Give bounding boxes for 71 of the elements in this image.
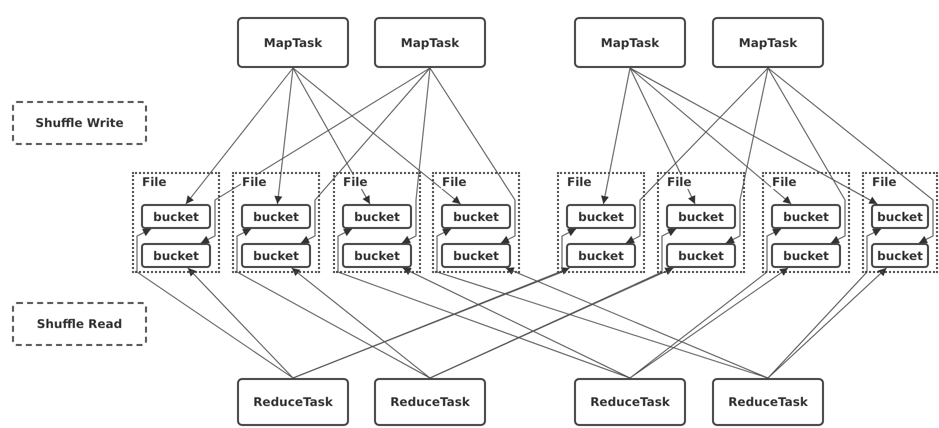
bucket-box: bucket: [441, 243, 511, 268]
file-container: [132, 172, 220, 273]
file-label: File: [566, 175, 593, 189]
arrow: [436, 228, 768, 378]
arrow: [402, 68, 430, 244]
file-container: [657, 172, 745, 273]
task-box: ReduceTask: [574, 378, 686, 426]
arrow: [505, 267, 768, 378]
arrow: [300, 68, 430, 244]
task-box: ReduceTask: [237, 378, 349, 426]
file-container: [557, 172, 645, 273]
arrow: [291, 268, 430, 378]
task-box: MapTask: [712, 17, 824, 68]
file-label: File: [141, 175, 168, 189]
arrow: [292, 68, 462, 204]
file-label: File: [441, 175, 468, 189]
bucket-box: bucket: [566, 204, 636, 229]
arrow: [185, 68, 294, 204]
bucket-box: bucket: [342, 204, 412, 229]
bucket-box: bucket: [871, 204, 929, 229]
bucket-box: bucket: [241, 243, 311, 268]
arrow: [630, 228, 782, 378]
arrow: [726, 68, 768, 244]
file-label: File: [241, 175, 268, 189]
arrow: [200, 68, 430, 244]
arrow: [768, 68, 846, 244]
arrow: [630, 68, 696, 204]
bucket-box: bucket: [241, 204, 311, 229]
arrow: [630, 68, 792, 204]
arrow: [630, 68, 878, 204]
bucket-box: bucket: [141, 204, 211, 229]
bucket-box: bucket: [141, 243, 211, 268]
bucket-box: bucket: [666, 243, 736, 268]
arrow: [768, 228, 882, 378]
arrow: [292, 68, 370, 204]
task-box: ReduceTask: [374, 378, 486, 426]
arrow: [626, 68, 768, 244]
phase-box: Shuffle Write: [12, 101, 147, 145]
arrow: [601, 68, 630, 204]
file-label: File: [342, 175, 369, 189]
arrow: [768, 68, 934, 244]
file-container: [432, 172, 520, 273]
arrow: [274, 68, 294, 204]
arrow: [430, 268, 674, 378]
bucket-box: bucket: [441, 204, 511, 229]
task-box: ReduceTask: [712, 378, 824, 426]
file-container: [862, 172, 938, 273]
file-label: File: [871, 175, 898, 189]
bucket-box: bucket: [566, 243, 636, 268]
arrow: [430, 68, 516, 244]
task-box: MapTask: [237, 17, 349, 68]
bucket-box: bucket: [342, 243, 412, 268]
arrow: [187, 268, 294, 378]
arrow: [430, 228, 676, 378]
task-box: MapTask: [574, 17, 686, 68]
file-container: [762, 172, 850, 273]
file-container: [232, 172, 320, 273]
arrow: [136, 228, 294, 378]
arrow: [236, 228, 430, 378]
arrow: [292, 228, 576, 378]
bucket-box: bucket: [871, 243, 929, 268]
bucket-box: bucket: [666, 204, 736, 229]
file-label: File: [666, 175, 693, 189]
file-container: [333, 172, 421, 273]
arrow: [338, 228, 630, 378]
arrow: [402, 268, 630, 378]
phase-box: Shuffle Read: [12, 302, 147, 346]
task-box: MapTask: [374, 17, 486, 68]
file-label: File: [771, 175, 798, 189]
bucket-box: bucket: [771, 243, 841, 268]
bucket-box: bucket: [771, 204, 841, 229]
